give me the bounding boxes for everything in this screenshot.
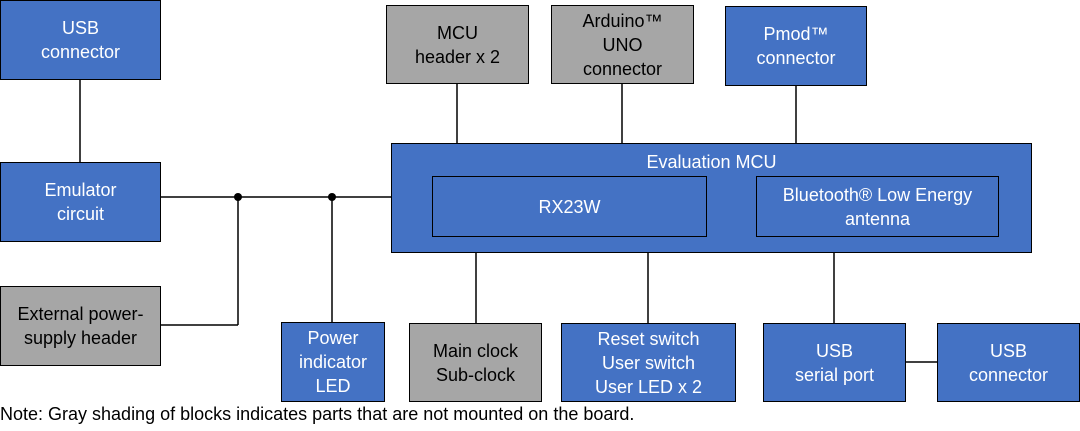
emulator-circuit-block: Emulator circuit xyxy=(0,162,161,242)
arduino-connector-block: Arduino™ UNO connector xyxy=(551,5,694,84)
pmod-connector-block: Pmod™ connector xyxy=(725,6,867,86)
ble-antenna-block: Bluetooth® Low Energy antenna xyxy=(756,176,999,237)
reset-switch-block: Reset switch User switch User LED x 2 xyxy=(561,323,736,402)
power-indicator-led-block: Power indicator LED xyxy=(281,322,385,402)
mcu-header-block: MCU header x 2 xyxy=(386,5,529,84)
junction-dot xyxy=(328,193,336,201)
usb-connector-block: USB connector xyxy=(937,323,1080,402)
junction-dot xyxy=(234,193,242,201)
rx23w-block: RX23W xyxy=(432,176,707,237)
footnote: Note: Gray shading of blocks indicates p… xyxy=(0,404,635,424)
usb-connector-block: USB connector xyxy=(0,0,161,80)
main-clock-block: Main clock Sub-clock xyxy=(409,323,542,402)
usb-serial-port-block: USB serial port xyxy=(763,323,906,402)
external-power-header-block: External power- supply header xyxy=(0,286,161,366)
